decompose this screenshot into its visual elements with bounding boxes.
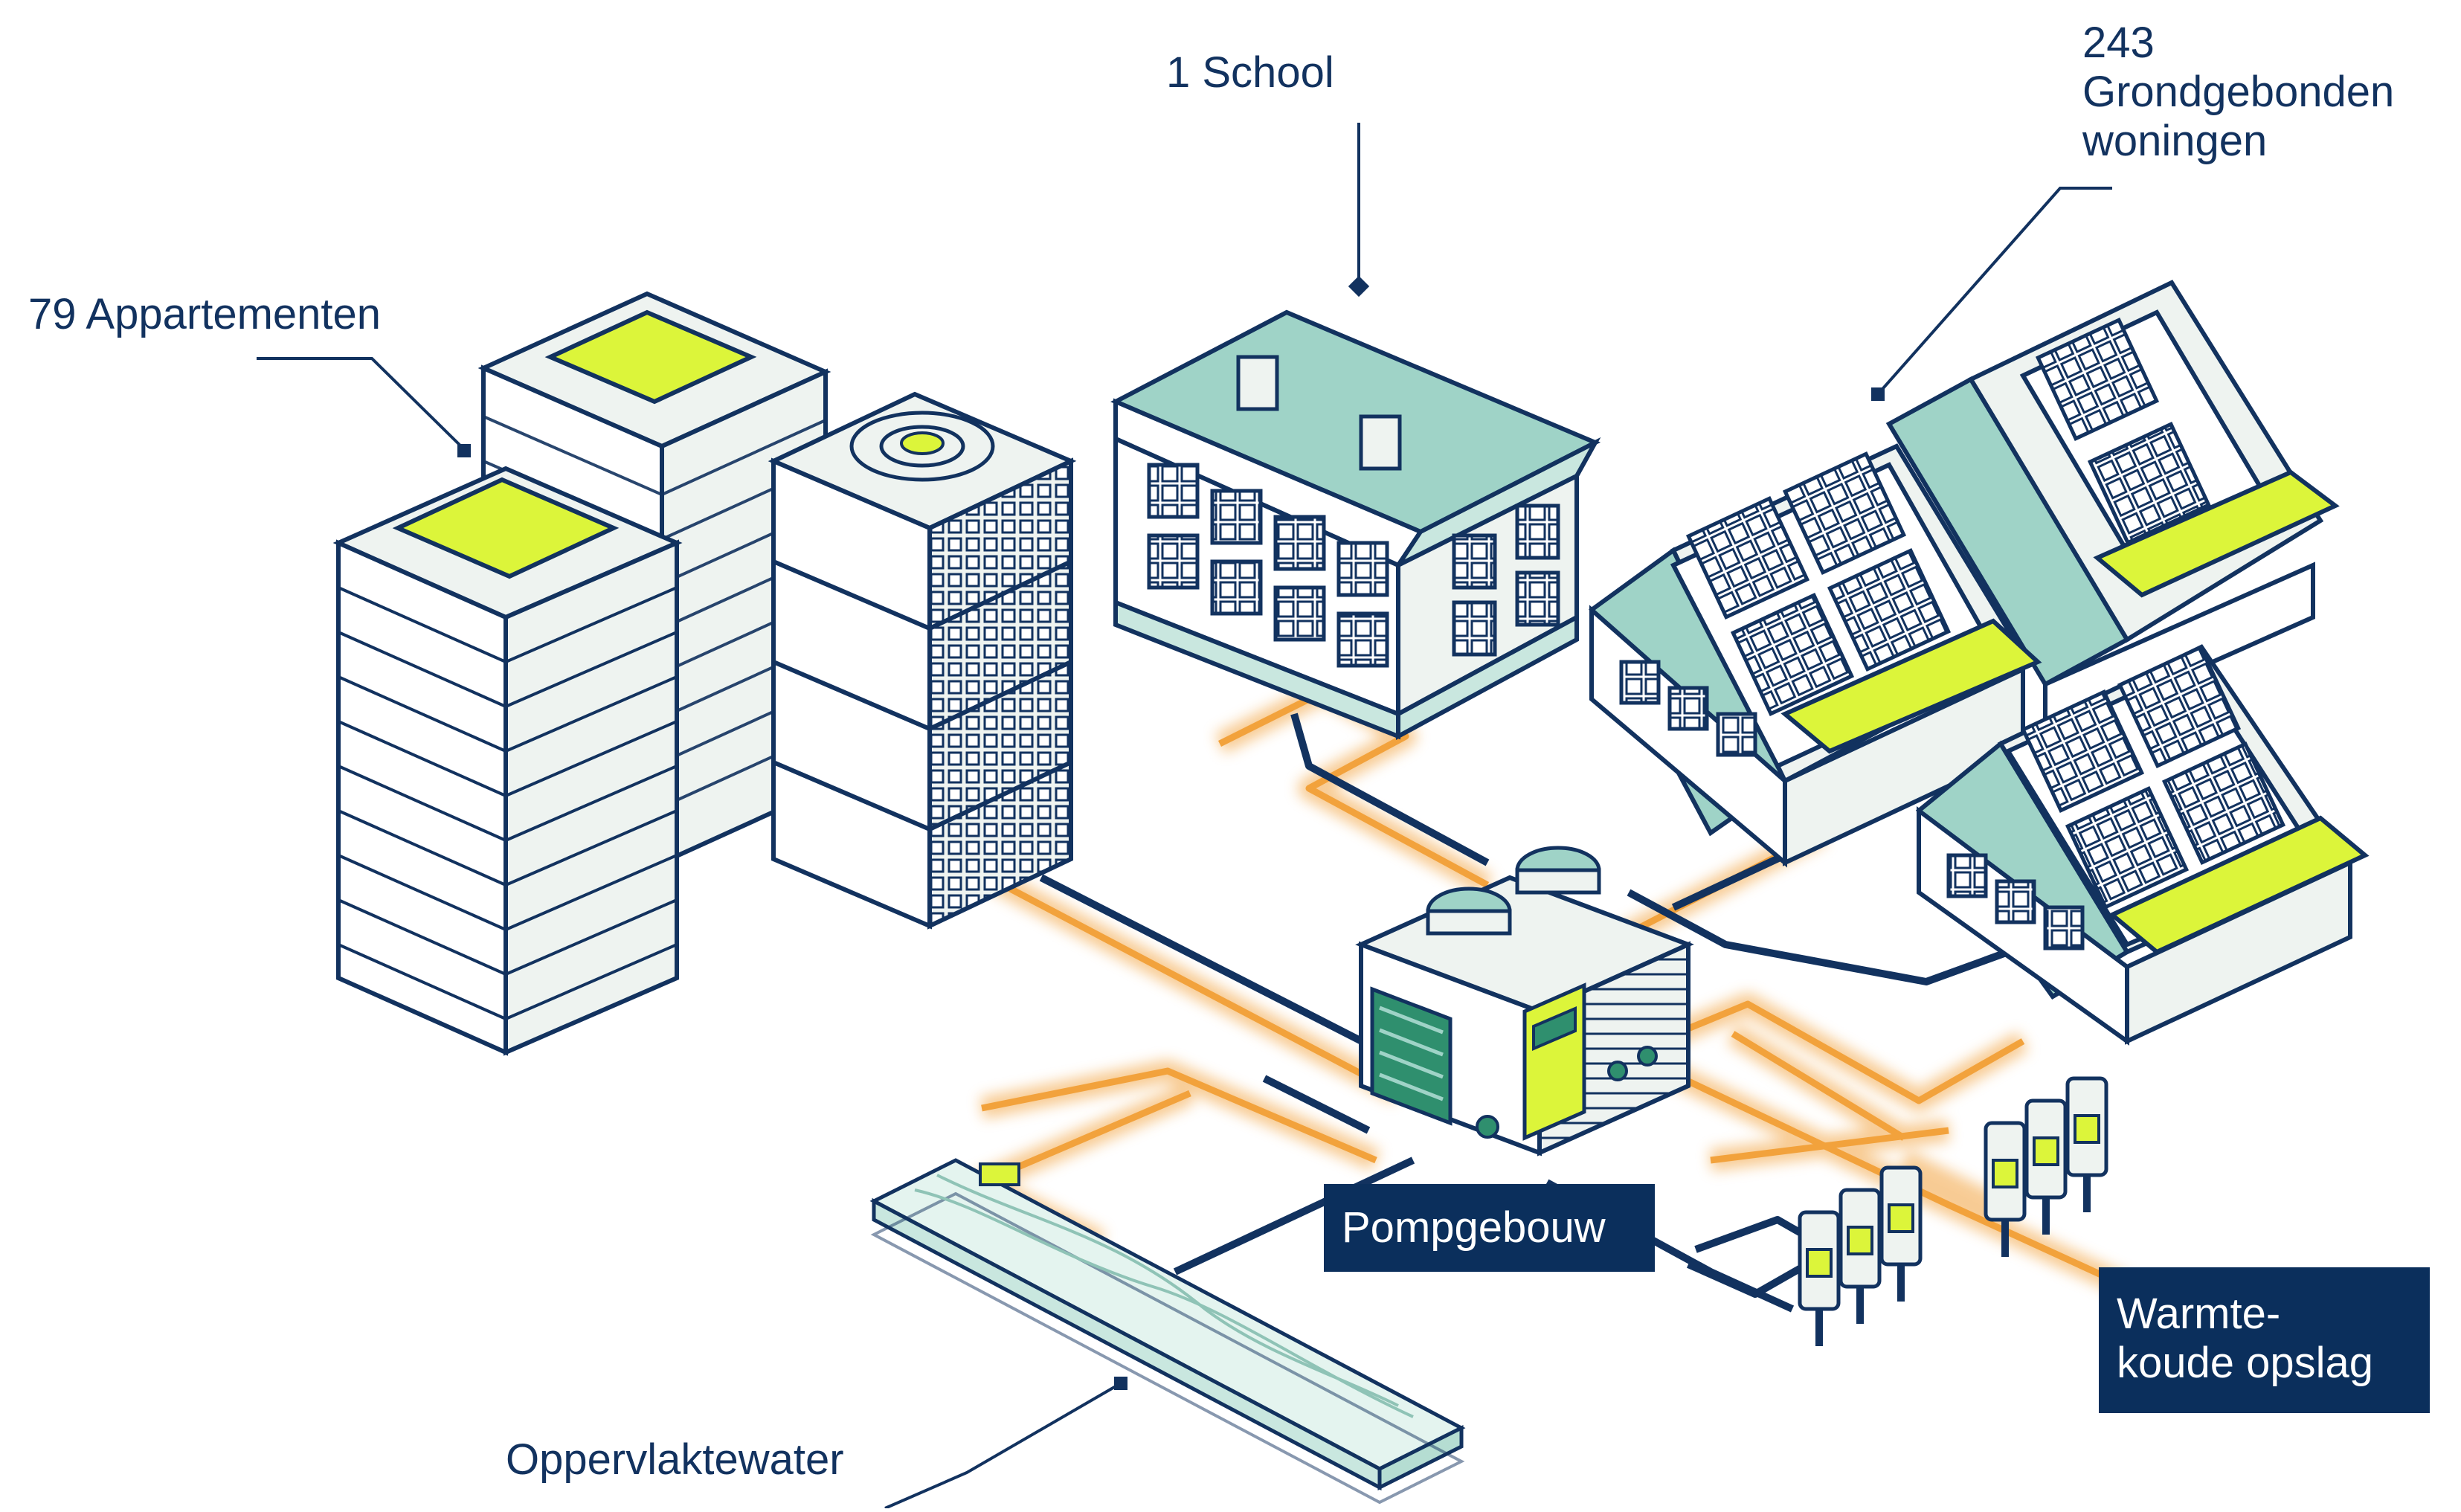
houses-group — [1589, 280, 2370, 1046]
leader-houses — [1876, 187, 2112, 396]
surface-water-basin — [869, 1158, 1466, 1505]
house-front — [1915, 644, 2370, 1046]
apartment-block-round — [768, 391, 1077, 930]
leader-lines — [257, 123, 2112, 1510]
school-building — [1110, 309, 1601, 741]
label-school: 1 School — [1166, 48, 1334, 97]
pump-building — [1355, 846, 1694, 1156]
label-houses-count: 243 — [2082, 19, 2155, 67]
label-storage-line2: koude opslag — [2117, 1339, 2374, 1387]
label-apartments: 79 Appartementen — [28, 290, 382, 338]
leader-water — [884, 1382, 1122, 1510]
label-houses-line2: woningen — [2082, 117, 2268, 165]
label-houses: 243 Grondgebonden woningen — [2082, 19, 2394, 166]
label-storage-line1: Warmte- — [2117, 1290, 2281, 1338]
label-pump-box: Pompgebouw — [1324, 1184, 1655, 1272]
label-water: Oppervlaktewater — [506, 1435, 844, 1484]
label-pump: Pompgebouw — [1342, 1203, 1606, 1252]
leader-markers — [457, 275, 1885, 1390]
house-left — [1589, 443, 2042, 868]
label-storage-box: Warmte- koude opslag — [2099, 1267, 2430, 1413]
leader-apartments — [257, 357, 466, 451]
cold-pipes — [1039, 712, 2010, 1313]
apartment-tower-front — [332, 466, 683, 1056]
storage-tanks — [1798, 1076, 2108, 1346]
label-houses-line1: Grondgebonden — [2082, 68, 2395, 116]
